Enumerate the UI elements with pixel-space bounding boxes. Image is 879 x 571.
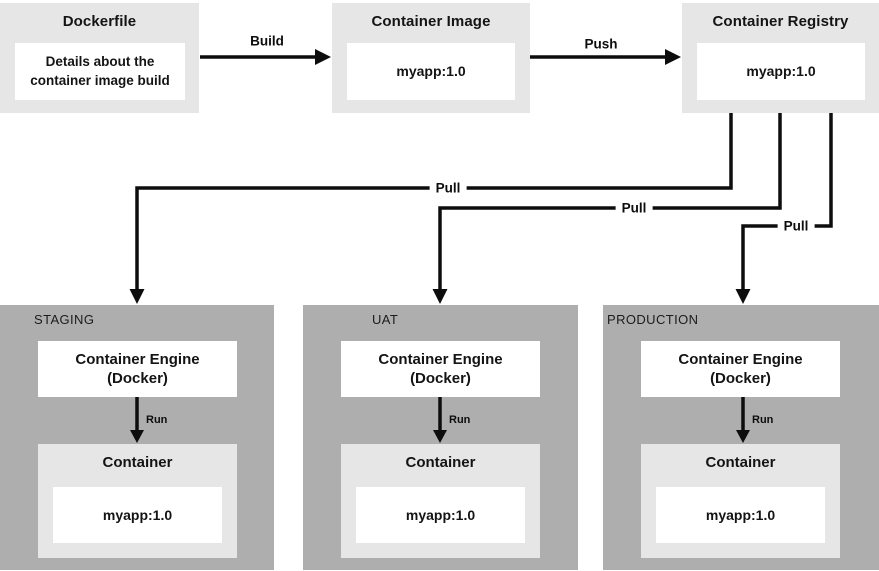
dockerfile-detail-line2: container image build [30,73,170,88]
staging-container-title: Container [102,454,173,471]
push-label: Push [584,36,618,52]
dockerfile-detail-text: Details about the container image build [15,43,185,90]
staging-engine-line2: (Docker) [107,370,168,387]
staging-container-engine-box: Container Engine (Docker) [38,341,237,397]
environment-uat: UAT Container Engine (Docker) Container … [303,305,578,570]
dockerfile-detail-line1: Details about the [45,54,155,69]
pull-uat-arrowhead [432,289,448,304]
push-arrowhead [665,49,681,65]
dockerfile-detail-box: Details about the container image build [15,43,185,100]
production-container-tag-box: myapp:1.0 [656,487,825,543]
pull-production-line [741,113,833,290]
uat-container-tag: myapp:1.0 [405,507,476,523]
production-container-tag: myapp:1.0 [705,507,776,523]
pull-uat-label: Pull [615,200,653,216]
container-image-node: Container Image myapp:1.0 [332,3,530,113]
container-registry-tag: myapp:1.0 [746,63,816,79]
production-container-title: Container [705,454,776,471]
pull-production-label: Pull [777,218,815,234]
staging-engine-line1: Container Engine [75,351,200,368]
production-engine-line2: (Docker) [710,370,771,387]
uat-container-box: Container myapp:1.0 [341,444,540,558]
container-registry-node: Container Registry myapp:1.0 [682,3,879,113]
run-uat-label: Run [449,414,471,426]
container-registry-title: Container Registry [712,13,849,30]
uat-container-title: Container [405,454,476,471]
container-image-tag: myapp:1.0 [396,63,466,79]
staging-container-tag-box: myapp:1.0 [53,487,222,543]
uat-engine-line1: Container Engine [378,351,503,368]
run-production-label: Run [752,414,774,426]
production-container-engine-box: Container Engine (Docker) [641,341,840,397]
pull-staging-arrowhead [129,289,145,304]
uat-engine-line2: (Docker) [410,370,471,387]
environment-staging: STAGING Container Engine (Docker) Contai… [0,305,274,570]
container-image-tag-box: myapp:1.0 [347,43,515,100]
pull-uat-line [438,113,782,290]
container-registry-tag-box: myapp:1.0 [697,43,865,100]
production-engine-line1: Container Engine [678,351,803,368]
staging-label: STAGING [34,312,95,327]
container-image-title: Container Image [371,13,491,30]
environment-production: PRODUCTION Container Engine (Docker) Con… [603,305,879,570]
staging-container-tag: myapp:1.0 [102,507,173,523]
uat-container-tag-box: myapp:1.0 [356,487,525,543]
build-arrowhead [315,49,331,65]
pull-staging-label: Pull [429,180,467,196]
production-container-box: Container myapp:1.0 [641,444,840,558]
pull-production-arrowhead [735,289,751,304]
production-label: PRODUCTION [607,312,699,327]
dockerfile-title: Dockerfile [62,13,137,30]
dockerfile-node: Dockerfile Details about the container i… [0,3,199,113]
run-staging-label: Run [146,414,168,426]
uat-container-engine-box: Container Engine (Docker) [341,341,540,397]
uat-label: UAT [372,312,399,327]
build-label: Build [250,33,284,49]
staging-container-box: Container myapp:1.0 [38,444,237,558]
